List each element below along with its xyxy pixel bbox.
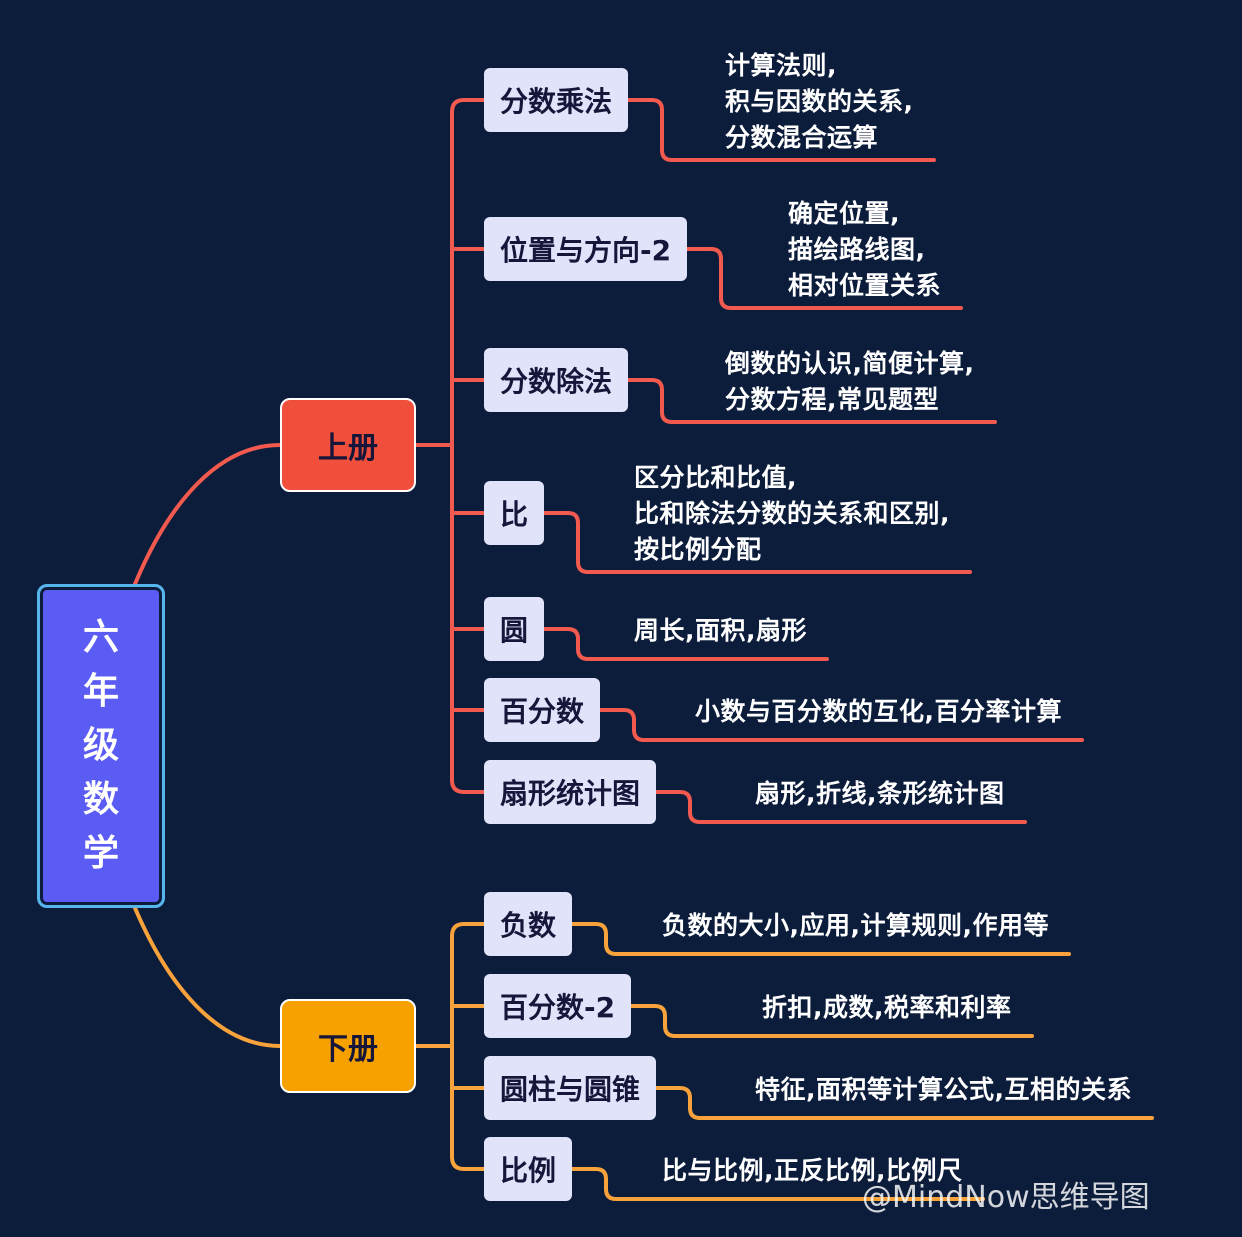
topic-label: 比	[500, 498, 529, 531]
topic-cylinder-cone[interactable]: 圆柱与圆锥	[484, 1056, 657, 1120]
detail-underline	[626, 98, 936, 162]
topic-detail: 扇形,折线,条形统计图	[755, 779, 1005, 808]
root-char: 年	[82, 671, 119, 712]
topic-pie-chart[interactable]: 扇形统计图	[484, 760, 657, 824]
topic-label: 百分数-2	[500, 991, 616, 1024]
topic-detail: 确定位置, 描绘路线图, 相对位置关系	[788, 199, 942, 300]
detail-underline	[654, 790, 1027, 824]
detail-underline	[542, 627, 829, 661]
branch-label: 上册	[318, 431, 378, 466]
root-node[interactable]: 六 年 级 数 学	[37, 584, 165, 908]
root-char: 学	[82, 833, 119, 874]
topic-detail: 周长,面积,扇形	[634, 616, 807, 645]
topic-detail: 特征,面积等计算公式,互相的关系	[755, 1075, 1132, 1104]
topic-label: 分数除法	[500, 365, 613, 398]
root-to-lower-connector	[133, 906, 282, 1048]
root-to-upper-connector	[133, 443, 282, 586]
topic-label: 位置与方向-2	[500, 234, 672, 267]
topic-connector	[450, 1155, 486, 1171]
detail-underline	[570, 922, 1071, 956]
topic-label: 比例	[500, 1154, 557, 1187]
topic-fraction-multiplication[interactable]: 分数乘法	[484, 68, 629, 132]
topic-percentage[interactable]: 百分数	[484, 678, 601, 742]
topic-label: 分数乘法	[500, 85, 613, 118]
watermark: @MindNow思维导图	[862, 1180, 1150, 1215]
detail-underline	[570, 1167, 985, 1201]
topic-label: 百分数	[500, 695, 585, 728]
detail-underline	[654, 1086, 1154, 1120]
topic-detail: 比与比例,正反比例,比例尺	[662, 1156, 963, 1185]
topic-ratio[interactable]: 比	[484, 481, 545, 545]
topic-detail: 折扣,成数,税率和利率	[762, 993, 1012, 1022]
branch-upper-volume[interactable]: 上册	[280, 398, 416, 492]
topic-detail: 倒数的认识,简便计算, 分数方程,常见题型	[725, 349, 975, 414]
topic-detail: 区分比和比值, 比和除法分数的关系和区别, 按比例分配	[634, 463, 950, 564]
branch-label: 下册	[318, 1032, 378, 1067]
root-char: 六	[82, 617, 119, 658]
topic-negative-numbers[interactable]: 负数	[484, 892, 573, 956]
topic-detail: 计算法则, 积与因数的关系, 分数混合运算	[725, 51, 914, 152]
topic-connector	[450, 922, 486, 938]
branch-lower-volume[interactable]: 下册	[280, 999, 416, 1093]
topic-connector	[450, 778, 486, 794]
root-char: 数	[82, 779, 119, 820]
topic-fraction-division[interactable]: 分数除法	[484, 348, 629, 412]
detail-underline	[626, 378, 997, 424]
detail-underline	[629, 1004, 1034, 1038]
topic-label: 圆	[500, 614, 529, 647]
topic-circle[interactable]: 圆	[484, 597, 545, 661]
detail-underline	[685, 247, 963, 310]
topic-proportion[interactable]: 比例	[484, 1137, 573, 1201]
topic-label: 扇形统计图	[500, 777, 641, 810]
topic-detail: 小数与百分数的互化,百分率计算	[695, 697, 1062, 726]
detail-underline	[542, 511, 972, 574]
root-char: 级	[82, 725, 119, 766]
detail-underline	[598, 708, 1084, 742]
topic-position-direction[interactable]: 位置与方向-2	[484, 217, 688, 281]
topic-detail: 负数的大小,应用,计算规则,作用等	[662, 911, 1049, 940]
topic-label: 圆柱与圆锥	[500, 1073, 641, 1106]
topic-percentage-2[interactable]: 百分数-2	[484, 974, 632, 1038]
topic-label: 负数	[500, 909, 557, 942]
topic-connector	[450, 98, 486, 114]
